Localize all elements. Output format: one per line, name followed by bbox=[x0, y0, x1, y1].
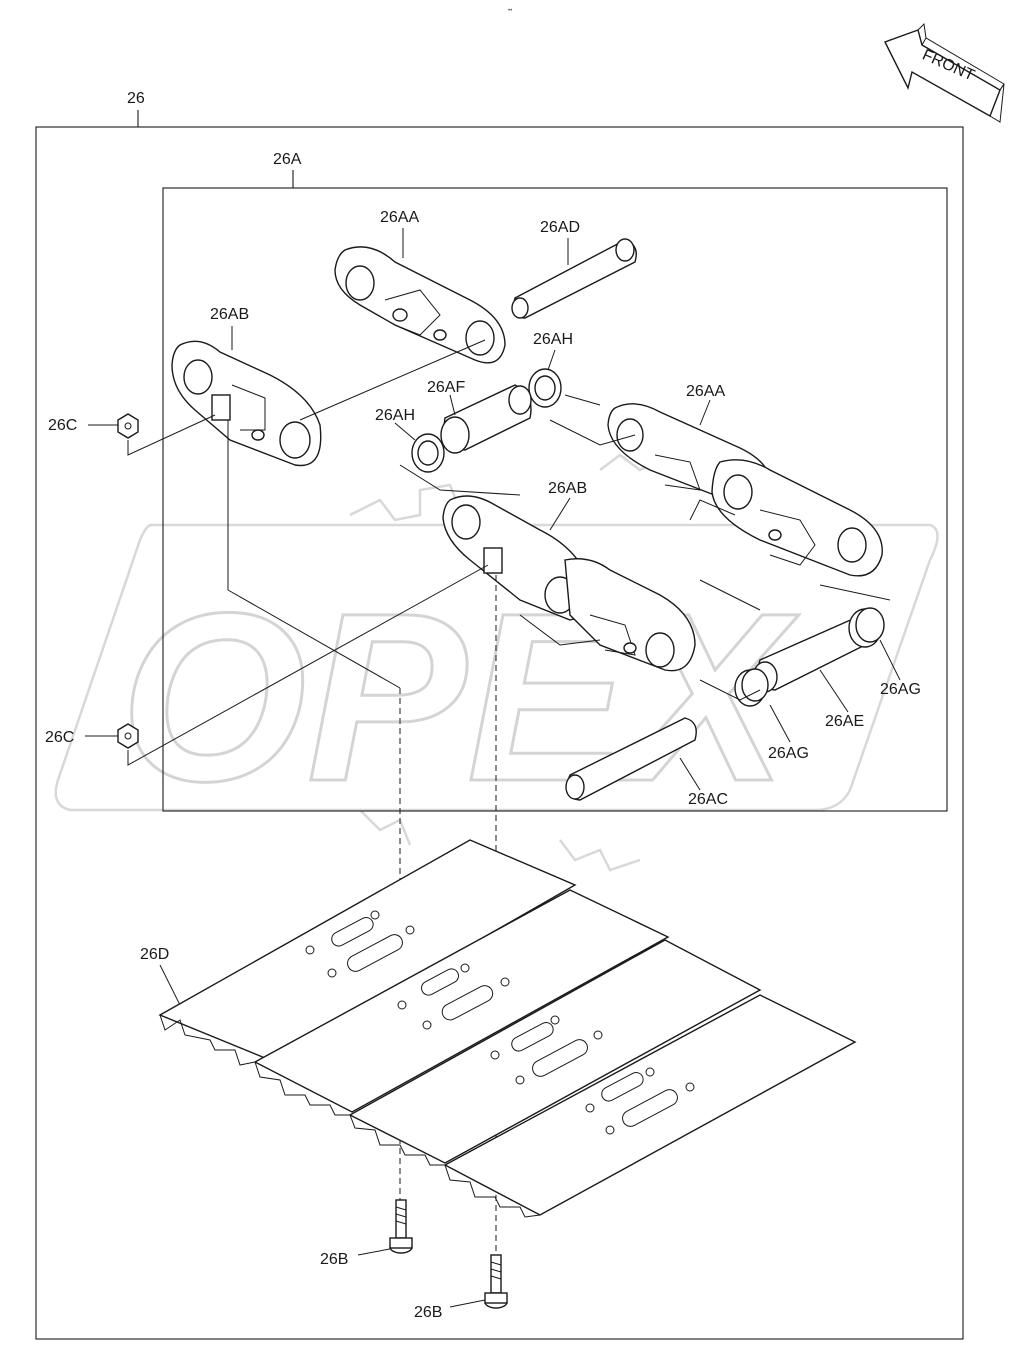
label-26B-bot: 26B bbox=[414, 1304, 442, 1321]
pin-26AE bbox=[734, 607, 885, 707]
corner-mark: •• bbox=[508, 8, 512, 14]
bushing-26AF bbox=[440, 384, 532, 454]
bolt-26B-bot bbox=[484, 1254, 508, 1309]
label-26AH-mid: 26AH bbox=[375, 407, 415, 424]
part-labels: 26 26A 26AA 26AD 26AB 26AH 26AF 26AA 26A… bbox=[45, 90, 921, 1321]
label-26AB-top: 26AB bbox=[210, 306, 249, 323]
front-arrow: FRONT bbox=[884, 22, 1005, 123]
label-26AC: 26AC bbox=[688, 791, 728, 808]
nut-26C-bot bbox=[117, 723, 139, 749]
bushing-26AH-top bbox=[528, 368, 562, 408]
watermark: OPEX bbox=[54, 453, 939, 872]
bolt-26B-top bbox=[389, 1199, 413, 1254]
link-26AA-top bbox=[334, 246, 506, 364]
bushing-26AH-mid bbox=[411, 433, 445, 473]
link-26AB-left bbox=[171, 340, 322, 467]
label-26AA-top: 26AA bbox=[380, 209, 419, 226]
label-26AA-right: 26AA bbox=[686, 383, 725, 400]
watermark-text: OPEX bbox=[120, 563, 800, 831]
label-26AB-mid: 26AB bbox=[548, 480, 587, 497]
frame-26A bbox=[162, 187, 948, 812]
label-26C-bot: 26C bbox=[45, 729, 74, 746]
track-shoes-26D bbox=[158, 839, 857, 1218]
link-26AA-right bbox=[607, 403, 883, 577]
pin-26AC bbox=[565, 717, 697, 801]
label-26D: 26D bbox=[140, 946, 169, 963]
nut-26C-top bbox=[117, 413, 139, 439]
label-leaders bbox=[85, 228, 901, 1308]
pin-26AD bbox=[511, 238, 637, 319]
label-26AG-right: 26AG bbox=[880, 681, 921, 698]
label-26AD: 26AD bbox=[540, 219, 580, 236]
label-26AE: 26AE bbox=[825, 713, 864, 730]
label-26: 26 bbox=[127, 90, 145, 107]
label-26AH-top: 26AH bbox=[533, 331, 573, 348]
label-26A: 26A bbox=[273, 151, 302, 168]
label-26B-top: 26B bbox=[320, 1251, 348, 1268]
label-26AG-mid: 26AG bbox=[768, 745, 809, 762]
label-26C-top: 26C bbox=[48, 417, 77, 434]
frame-26 bbox=[35, 126, 964, 1340]
label-26AF: 26AF bbox=[427, 379, 465, 396]
link-26AB-mid bbox=[442, 495, 696, 672]
